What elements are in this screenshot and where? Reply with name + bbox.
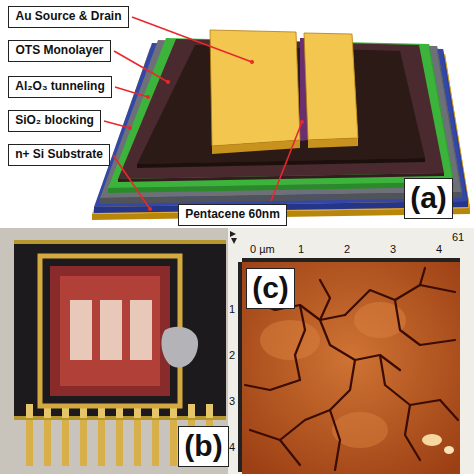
grain-boundary [405, 405, 420, 460]
axis-label: 1 [298, 244, 304, 255]
layer-label-text: Al₂O₃ tunneling [15, 80, 105, 94]
afm-image [242, 262, 460, 474]
layer-label-text: SiO₂ blocking [15, 114, 94, 128]
electrode-pattern [130, 300, 152, 360]
layer-label: SiO₂ blocking [8, 110, 101, 132]
grain-boundary [320, 280, 330, 320]
grain-boundary [440, 400, 458, 420]
corner-marker [230, 231, 236, 237]
leader-line [132, 17, 252, 62]
leader-line [271, 122, 302, 201]
drain-pad-side [352, 34, 358, 146]
grain-boundary [245, 380, 300, 390]
pin [98, 420, 105, 466]
grain-boundary [280, 360, 355, 440]
axis-label: 3 [229, 396, 235, 407]
grain-boundary [345, 285, 455, 315]
leader-line [115, 87, 148, 97]
grain-boundary [380, 355, 440, 405]
pin [170, 420, 177, 466]
afm-particle [444, 446, 454, 454]
layer-label: Al₂O₃ tunneling [8, 76, 112, 98]
source-pad-side [212, 140, 300, 154]
afm-grain [260, 320, 320, 360]
grain-boundary [295, 305, 305, 380]
panel-letter-text: (a) [410, 181, 447, 216]
leader-line [113, 155, 150, 209]
panel-letter-text: (c) [252, 271, 289, 306]
afm-ruler [242, 258, 460, 262]
grain-boundary [330, 410, 340, 470]
afm-ruler [238, 262, 242, 472]
leader-dot [128, 126, 132, 130]
pin [26, 420, 33, 466]
pentacene-layer-side [137, 158, 425, 168]
grain-boundary [320, 320, 400, 370]
layer-label-text: Pentacene 60nm [185, 208, 280, 222]
pin [62, 420, 69, 466]
package-edge [14, 240, 226, 244]
pin [80, 420, 87, 466]
pin [44, 420, 51, 466]
grain-boundary [250, 430, 300, 465]
layer-label: n+ Si Substrate [8, 144, 110, 166]
leader-line [104, 121, 130, 128]
panel-letter-text: (b) [184, 429, 222, 464]
grain-boundary [395, 300, 455, 345]
pin-pad [188, 404, 195, 418]
silver-paste [161, 327, 198, 368]
leader-dot [250, 60, 254, 64]
die [50, 266, 170, 396]
layer-label-text: n+ Si Substrate [15, 148, 103, 162]
leader-dot [300, 120, 304, 124]
afm-frame [228, 228, 474, 474]
drain-pad-side [308, 138, 358, 148]
layer-label: OTS Monolayer [8, 40, 111, 62]
leader-dot [146, 95, 150, 99]
pin-pad [206, 404, 213, 418]
source-pad [210, 30, 300, 146]
panel-letter: (c) [246, 268, 295, 309]
axis-label: 3 [390, 244, 396, 255]
electrode-pattern [70, 300, 92, 360]
pin [116, 420, 123, 466]
layer-label: Au Source & Drain [8, 6, 129, 28]
electrode-pattern [100, 300, 122, 360]
leader-dot [148, 207, 152, 211]
grain-boundary [420, 268, 425, 285]
axis-label: 2 [344, 244, 350, 255]
layer-label-text: Au Source & Drain [15, 10, 121, 24]
chip-package [14, 240, 226, 420]
afm-particle [422, 434, 442, 446]
al2o3-layer-side [108, 182, 454, 193]
drain-pad [304, 33, 358, 140]
die-surface [60, 276, 160, 386]
pin [152, 420, 159, 466]
axis-label: 1 [229, 304, 235, 315]
axis-label: 2 [229, 350, 235, 361]
axis-label: 4 [229, 442, 235, 453]
panel-letter: (b) [178, 426, 229, 467]
pin-pad [26, 404, 33, 418]
panel-letter: (a) [404, 178, 453, 219]
leader-dot [166, 80, 170, 84]
layer-label-text: OTS Monolayer [15, 44, 103, 58]
photo-background [0, 228, 228, 474]
layer-label: Pentacene 60nm [178, 204, 287, 226]
axis-label: 0 µm [250, 244, 275, 255]
axis-label: 61 [452, 232, 464, 243]
corner-marker [231, 238, 237, 244]
bond-frame [40, 256, 180, 406]
axis-label: 4 [436, 244, 442, 255]
leader-line [114, 51, 168, 82]
pin [134, 420, 141, 466]
